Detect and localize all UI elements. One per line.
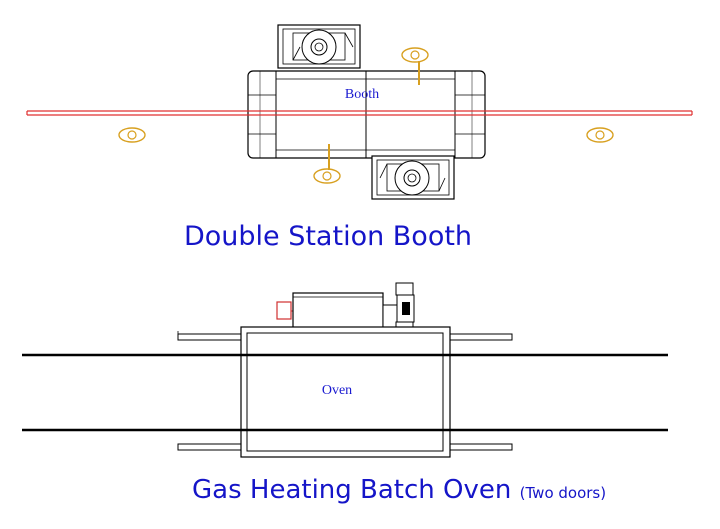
oven-caption: Gas Heating Batch Oven (Two doors) bbox=[192, 475, 606, 505]
blower-fan-icon bbox=[277, 24, 361, 69]
blower-fan-icon bbox=[371, 155, 455, 200]
double-station-booth: Booth bbox=[26, 24, 693, 200]
operator-figure-icon bbox=[586, 127, 614, 143]
burner-unit bbox=[276, 282, 415, 332]
operator-figure-icon bbox=[313, 144, 341, 184]
gas-batch-oven bbox=[22, 282, 668, 458]
burner-icon bbox=[395, 282, 415, 331]
oven-outer-wall bbox=[240, 326, 451, 458]
booth-caption: Double Station Booth bbox=[184, 221, 472, 252]
oven-inner-wall bbox=[246, 332, 444, 452]
operator-figure-icon bbox=[401, 47, 429, 85]
conveyor-rail bbox=[26, 110, 693, 116]
booth-label: Booth bbox=[345, 87, 379, 102]
operator-figure-icon bbox=[118, 127, 146, 143]
oven-label: Oven bbox=[322, 383, 352, 398]
